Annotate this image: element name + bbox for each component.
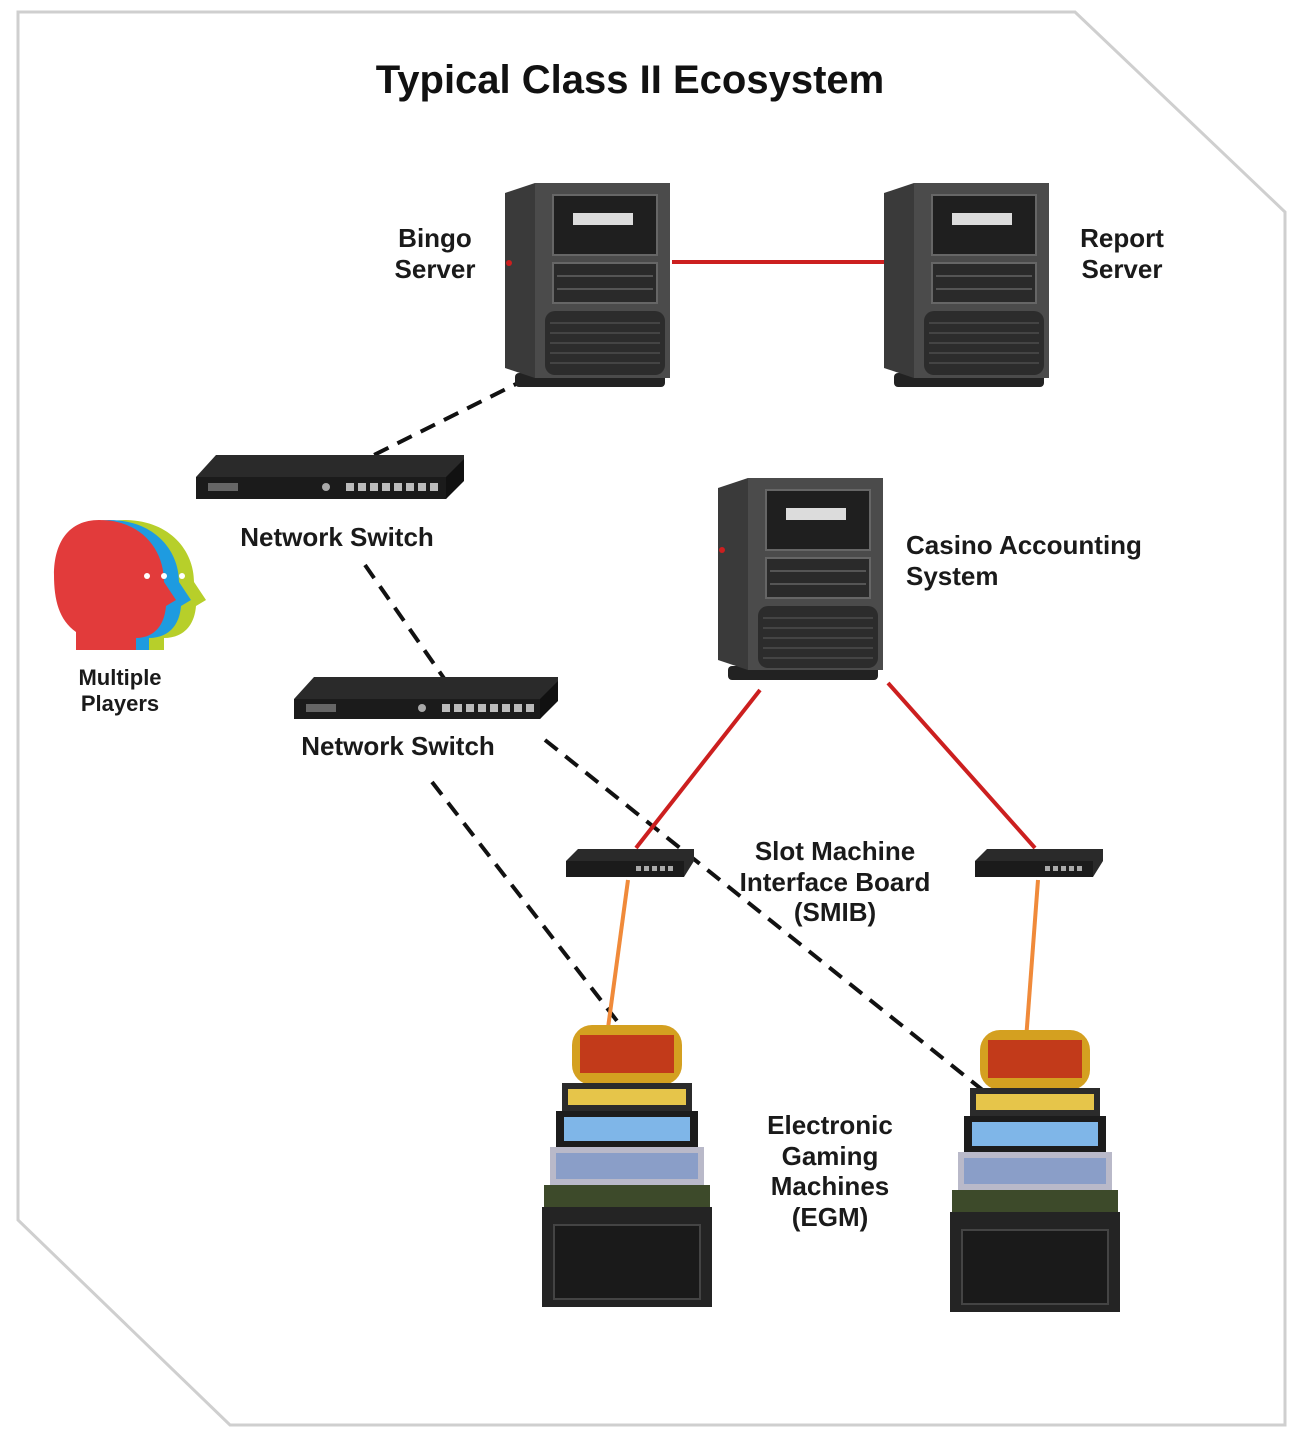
report-server-label: Report Server bbox=[1080, 223, 1164, 284]
link-accounting-smib-right bbox=[886, 681, 1037, 850]
egm-label: Electronic Gaming Machines (EGM) bbox=[767, 1110, 893, 1233]
casino-accounting-label: Casino Accounting System bbox=[906, 530, 1142, 591]
link-switch2-egm-left bbox=[430, 780, 626, 1032]
link-accounting-smib-left bbox=[634, 688, 762, 850]
multiple-players-label: Multiple Players bbox=[78, 665, 162, 716]
link-smib-egm-left bbox=[606, 879, 630, 1029]
link-smib-egm-right bbox=[1024, 879, 1040, 1041]
link-switch2-egm-right bbox=[543, 738, 987, 1094]
network-switch-1-label: Network Switch bbox=[240, 522, 434, 552]
link-bingo-switch1 bbox=[351, 376, 529, 468]
bingo-server-label: Bingo Server bbox=[394, 223, 476, 284]
diagram-title: Typical Class II Ecosystem bbox=[375, 58, 885, 102]
network-switch-2-label: Network Switch bbox=[301, 731, 495, 761]
smib-label: Slot Machine Interface Board (SMIB) bbox=[739, 836, 931, 928]
